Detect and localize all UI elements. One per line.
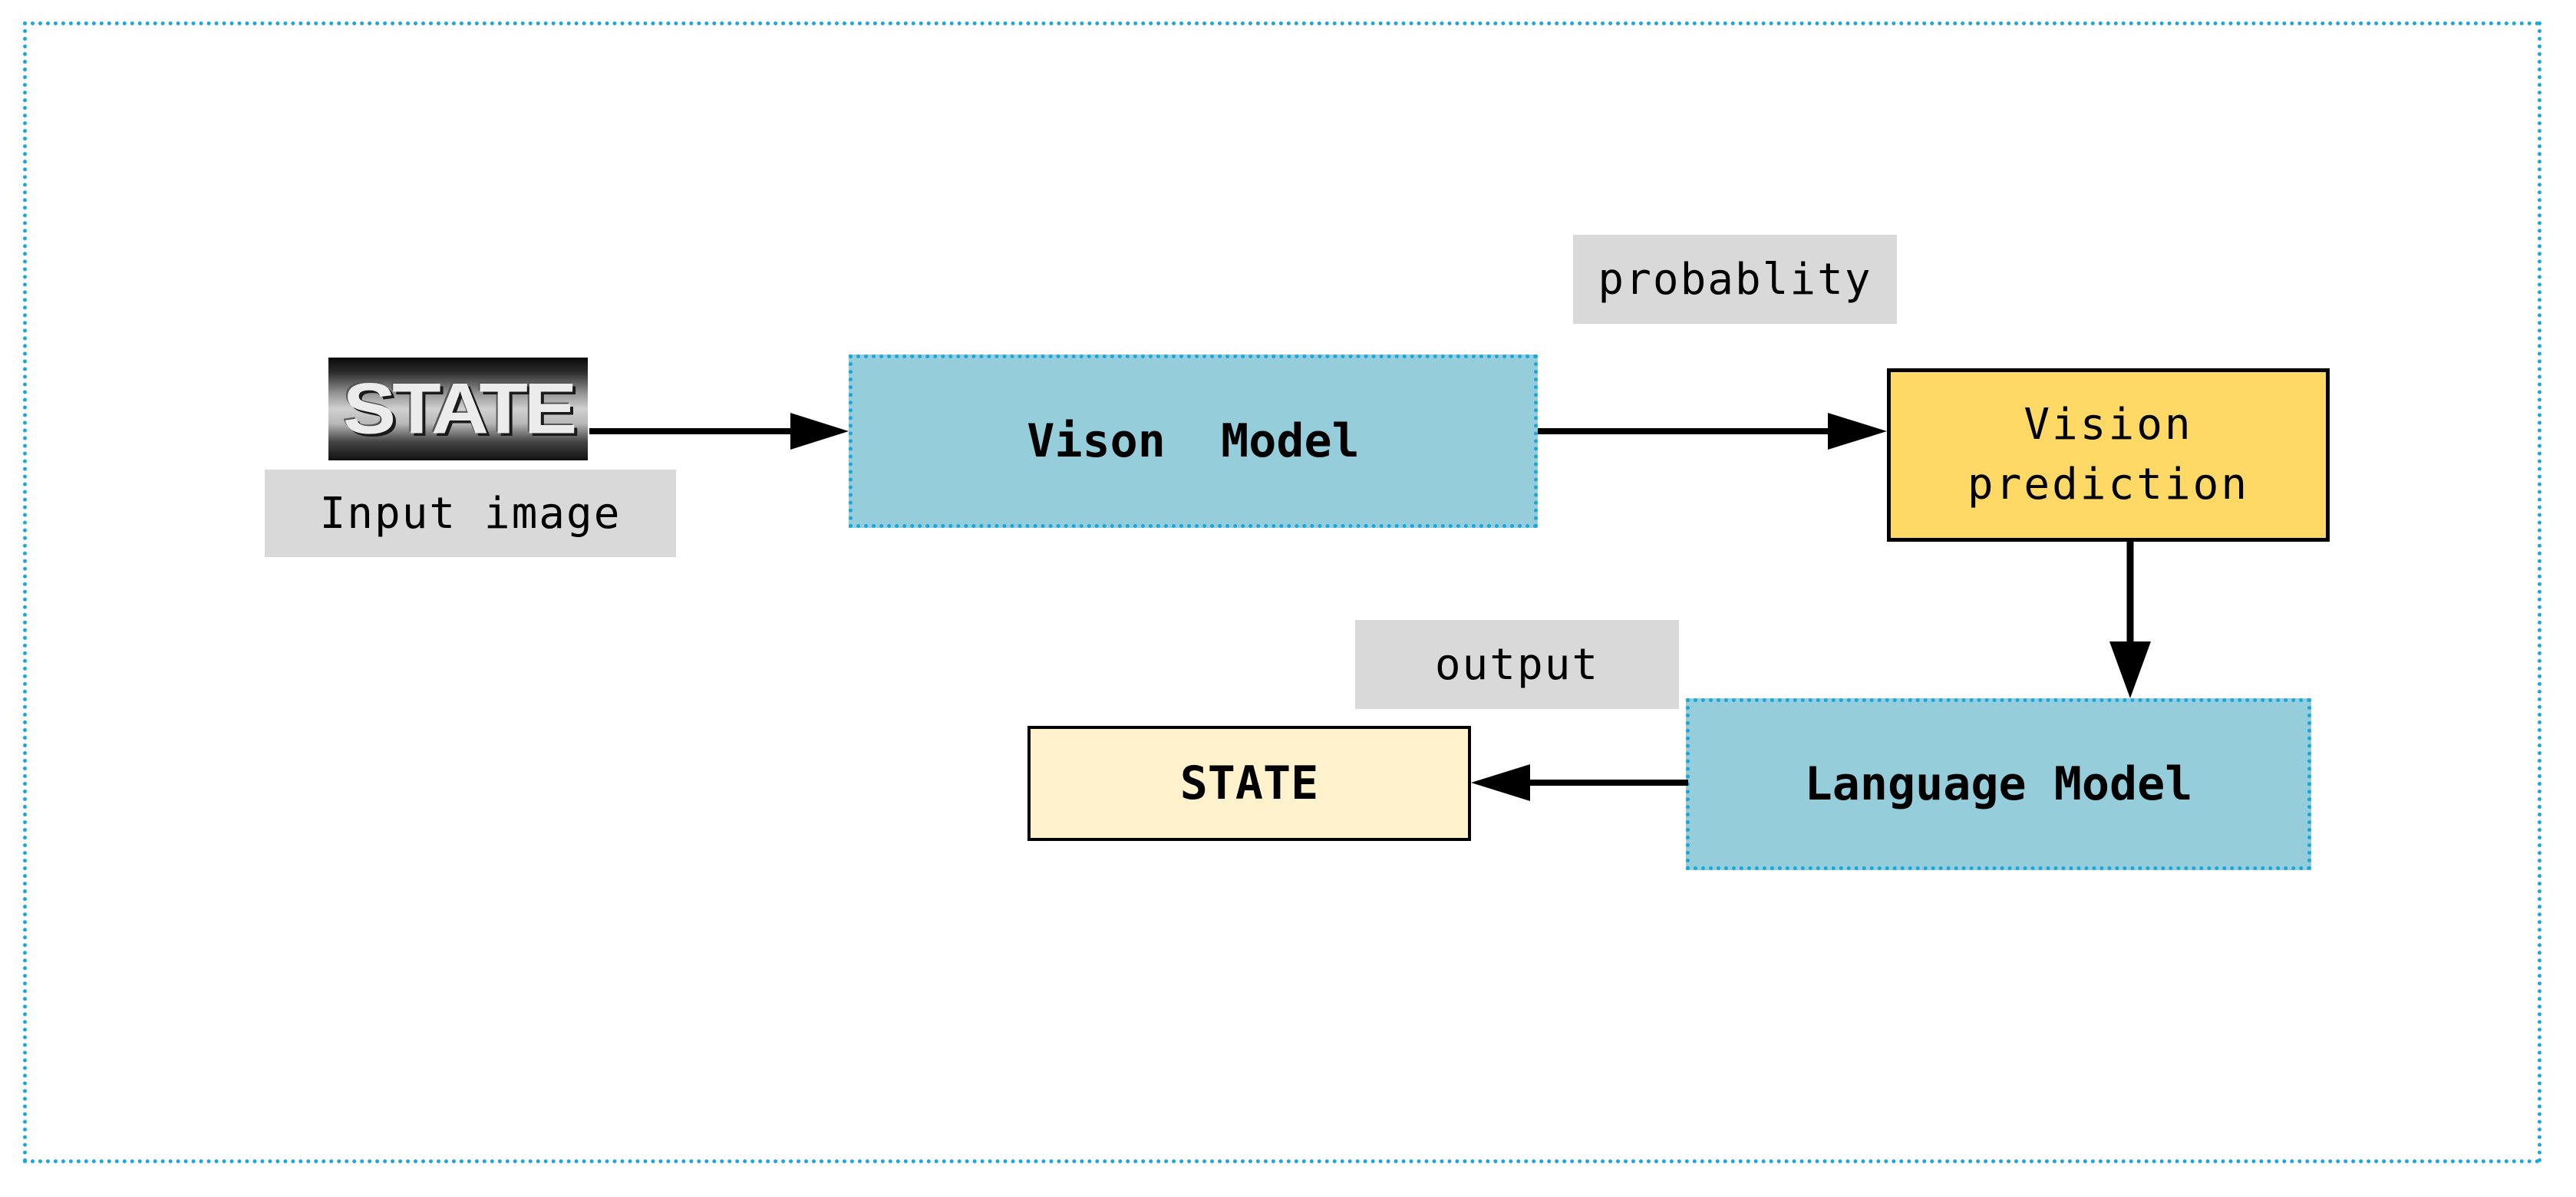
input-image-text: STATE [342,368,577,449]
vision-model-label: Vison Model [1027,414,1360,468]
output-label: output [1355,620,1679,709]
arrow-language-model-to-output [1471,764,1688,801]
language-model-box: Language Model [1686,698,2311,870]
output-box-label: STATE [1179,757,1319,810]
output-box: STATE [1027,726,1471,841]
arrow-prediction-to-language-model [2109,542,2151,698]
vision-model-box: Vison Model [849,354,1538,528]
language-model-label: Language Model [1804,757,2193,811]
vision-prediction-line1: Vision [2024,400,2193,450]
probability-label: probablity [1573,235,1897,324]
input-image-label: Input image [265,470,676,557]
arrow-vision-model-to-prediction [1538,413,1887,450]
vision-prediction-line2: prediction [1967,460,2250,509]
input-image: STATE [328,358,588,460]
diagram-frame [23,21,2541,1163]
arrow-input-to-vision-model [589,413,849,450]
vision-prediction-box: Vision prediction [1887,368,2330,542]
